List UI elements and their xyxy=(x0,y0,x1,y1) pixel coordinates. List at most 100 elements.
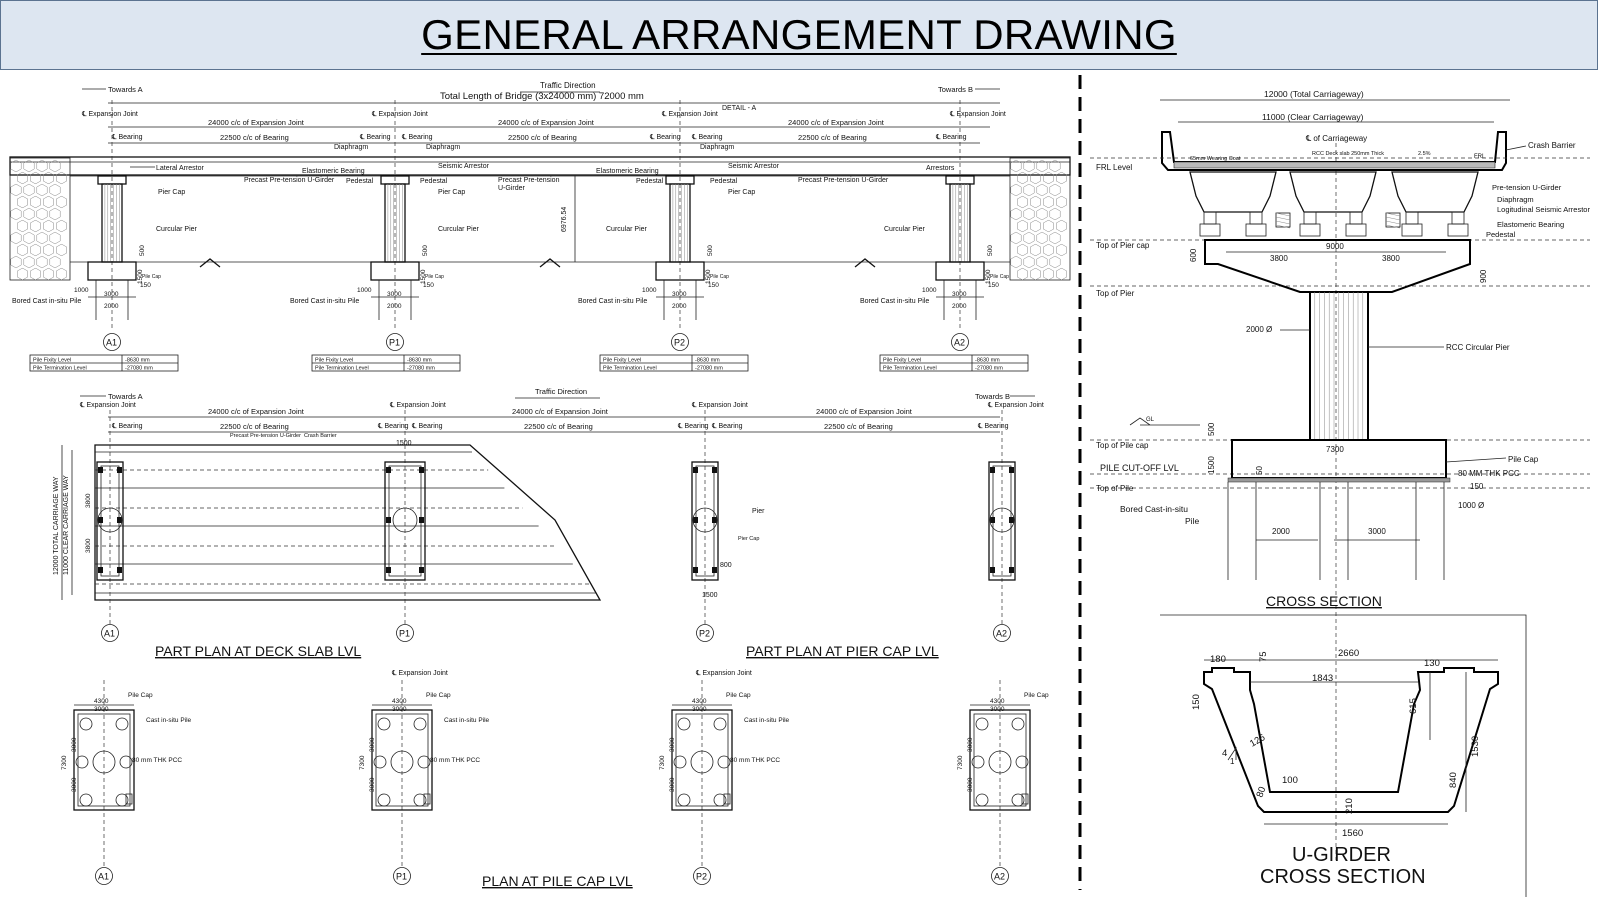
pile-plan-expansion-1: ℄ Expansion Joint xyxy=(391,670,448,677)
support-label: A2 xyxy=(996,629,1007,639)
bearing xyxy=(712,517,717,523)
bearing xyxy=(117,467,122,473)
bearing xyxy=(693,467,698,473)
pile-circle xyxy=(413,717,427,731)
cs-dim-3000: 3000 xyxy=(1368,527,1386,536)
circular-pier-label-3: Curcular Pier xyxy=(606,226,648,233)
pile-circle xyxy=(119,755,133,769)
pile-circle xyxy=(377,793,391,807)
pier-cap-label-2: Pier Cap xyxy=(438,189,465,196)
bearing xyxy=(386,467,391,473)
pile-circle xyxy=(377,717,391,731)
dim-3000: 3000 xyxy=(952,291,967,298)
plan-bearing-spacing-2: 22500 c/c of Bearing xyxy=(524,422,593,431)
pier-cap-label-1: Pier Cap xyxy=(158,189,185,196)
expansion-joint-label-2: ℄ Expansion Joint xyxy=(371,111,428,118)
ug-dim-1530: 1530 xyxy=(1470,736,1481,757)
cs-u-girder-label: Pre-tension U-Girder xyxy=(1492,183,1562,192)
pile-cap-label: Pile Cap xyxy=(726,692,751,699)
cs-bearing xyxy=(1203,211,1217,225)
pile-cap-label: Pile Cap xyxy=(1024,692,1049,699)
u-girder-section: 2660 180 75 130 1843 150 615 1530 126 4 … xyxy=(1160,614,1527,897)
plan-expansion-joint-4: ℄ Expansion Joint xyxy=(987,402,1044,409)
cs-pedestal xyxy=(1199,223,1221,237)
pile-circle xyxy=(677,793,691,807)
cs-girder-1 xyxy=(1189,171,1277,237)
level-tag xyxy=(723,793,731,805)
plan-expansion-spacing-1: 24000 c/c of Expansion Joint xyxy=(208,407,305,416)
bearing xyxy=(712,567,717,573)
cs-clear-carriageway: 11000 (Clear Carriageway) xyxy=(1262,112,1364,122)
pile-circle xyxy=(79,793,93,807)
pile-table-value: -8630 mm xyxy=(975,358,1000,364)
expansion-joint-label-1: ℄ Expansion Joint xyxy=(81,111,138,118)
support-label: P1 xyxy=(399,629,410,639)
cs-pier-dia: 2000 Ø xyxy=(1246,325,1272,334)
pile-cap-label: Pile Cap xyxy=(128,692,153,699)
pcc-label: 80 mm THK PCC xyxy=(430,757,480,764)
bearing xyxy=(386,517,391,523)
bearing xyxy=(1009,517,1014,523)
bearing xyxy=(419,517,424,523)
support-label: A2 xyxy=(994,872,1005,882)
pile-circle xyxy=(115,793,129,807)
ug-dim-100: 100 xyxy=(1282,775,1298,786)
pcc-label: 80 mm THK PCC xyxy=(132,757,182,764)
pier-cap-outline xyxy=(96,461,124,581)
pile-cap xyxy=(935,261,985,281)
cs-dim-3800a: 3800 xyxy=(1270,254,1288,263)
pile-table-value: -27080 mm xyxy=(975,366,1003,372)
precast-girder-plan-label: Precast Pre-tension U-Girder xyxy=(230,433,301,439)
pile-circle xyxy=(971,755,985,769)
cs-top-pile-cap: Top of Pile cap xyxy=(1096,441,1149,450)
plan-dim-3800-bottom: 3800 xyxy=(85,538,92,553)
pile-circle xyxy=(677,717,691,731)
cs-crash-barrier: Crash Barrier xyxy=(1528,141,1576,150)
ug-title-2: CROSS SECTION xyxy=(1260,866,1426,888)
dim-7300: 7300 xyxy=(659,755,666,770)
bearing xyxy=(712,467,717,473)
drawing-sheet: Traffic Direction Total Length of Bridge… xyxy=(9,75,1590,897)
dim-2000: 2000 xyxy=(672,303,687,310)
pile-circle xyxy=(1011,793,1025,807)
dim-1000: 1000 xyxy=(922,287,937,294)
dim-3000: 3000 xyxy=(387,291,402,298)
dim-3000-v: 3000 xyxy=(369,777,376,792)
cs-bored-pile-2: Pile xyxy=(1185,516,1199,526)
pile-table-label: Pile Termination Level xyxy=(33,366,87,372)
bearing xyxy=(990,517,995,523)
cs-dim-9000: 9000 xyxy=(1326,242,1344,251)
cs-top-pile: Top of Pile xyxy=(1096,484,1134,493)
cs-pedestal xyxy=(1299,223,1321,237)
grid-bubble xyxy=(993,624,1011,642)
dim-1500: 1500 xyxy=(705,269,712,284)
ug-dim-80: 80 xyxy=(1254,785,1268,799)
pile-table-label: Pile Fixity Level xyxy=(603,358,641,364)
pile-cap-outline xyxy=(371,709,433,811)
support-label: P2 xyxy=(696,872,707,882)
dim-3000-v: 3000 xyxy=(967,777,974,792)
bearing xyxy=(990,567,995,573)
support-label: A1 xyxy=(104,629,115,639)
pile-circle xyxy=(1011,717,1025,731)
arrestors-label: Arrestors xyxy=(926,165,955,172)
circular-pier-label-1: Curcular Pier xyxy=(156,226,198,233)
precast-girder-label-1: Precast Pre-tension U-Girder xyxy=(244,177,335,184)
girder-lines xyxy=(95,469,591,585)
bearing xyxy=(1009,567,1014,573)
ug-dim-1: 1 xyxy=(1230,757,1235,766)
pile-cap-small: Pile Cap xyxy=(142,274,161,280)
bearing-spacing-2: 22500 c/c of Bearing xyxy=(508,133,577,142)
pier-outline xyxy=(692,507,718,533)
ug-dim-75: 75 xyxy=(1258,651,1269,662)
detail-a-label: DETAIL - A xyxy=(722,105,757,112)
plan-expansion-spacing-3: 24000 c/c of Expansion Joint xyxy=(816,407,913,416)
embankment-hatch-left xyxy=(10,159,67,281)
plan-bearing-1: ℄ Bearing xyxy=(111,423,143,430)
plan-expansion-joint-1: ℄ Expansion Joint xyxy=(79,402,136,409)
dim-7300: 7300 xyxy=(957,755,964,770)
pile-table-value: -27080 mm xyxy=(695,366,723,372)
expansion-spacing-3: 24000 c/c of Expansion Joint xyxy=(788,118,885,127)
